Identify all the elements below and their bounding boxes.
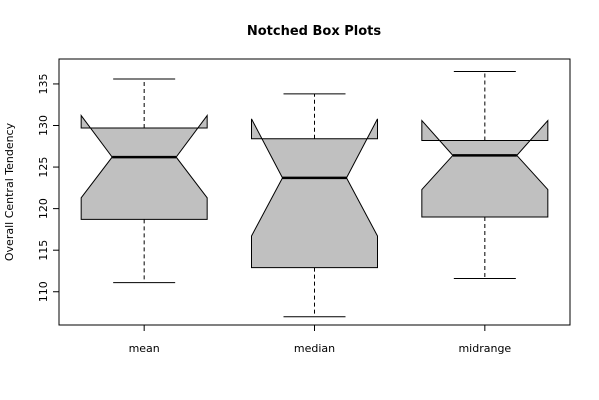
y-axis-label: Overall Central Tendency	[3, 122, 16, 261]
y-tick-label-2: 120	[37, 198, 50, 219]
box-plots	[80, 70, 549, 318]
y-tick-label-5: 135	[37, 73, 50, 94]
box-median	[251, 118, 378, 269]
x-axis: mean median midrange	[129, 324, 511, 355]
chart-title: Notched Box Plots	[247, 24, 382, 39]
x-tick-label-median: median	[294, 342, 335, 355]
box-midrange	[421, 119, 549, 218]
y-tick-label-4: 130	[37, 115, 50, 136]
box-mean	[80, 114, 208, 220]
y-tick-label-0: 110	[37, 281, 50, 302]
y-tick-label-1: 115	[37, 240, 50, 261]
y-axis: 110 115 120 125 130 135	[37, 73, 60, 302]
x-tick-label-midrange: midrange	[458, 342, 511, 355]
y-tick-label-3: 125	[37, 157, 50, 178]
x-tick-label-mean: mean	[129, 342, 160, 355]
